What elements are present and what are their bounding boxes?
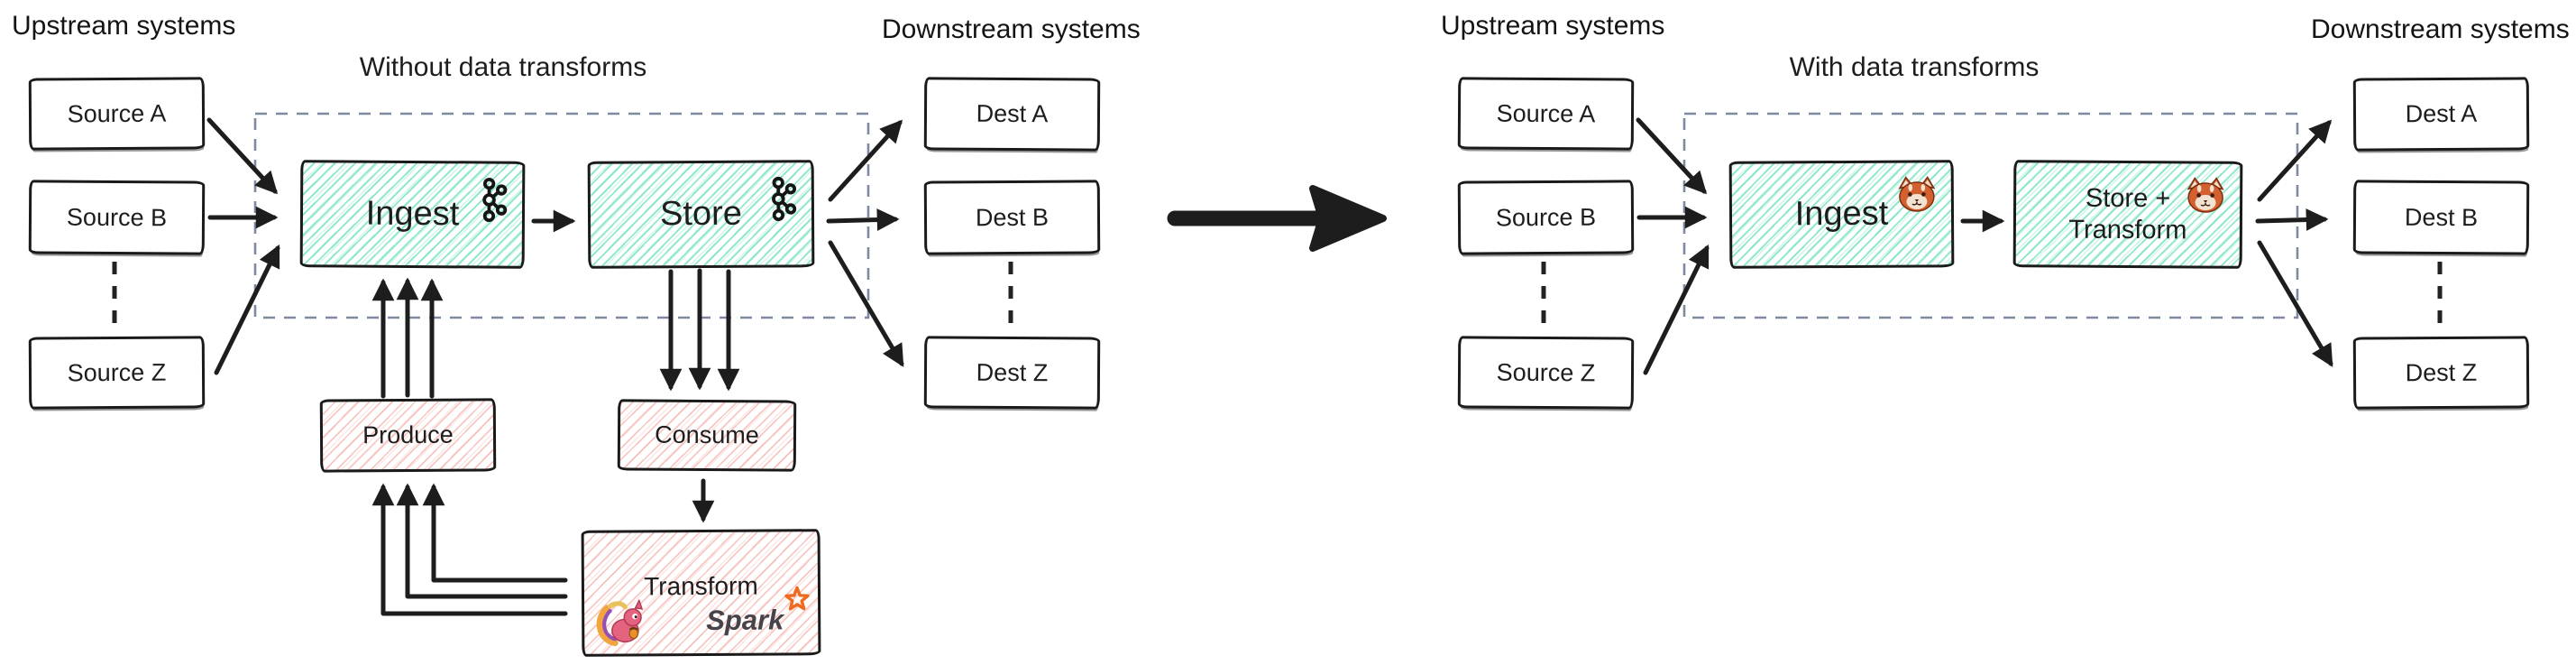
- arrow-right-store-destB: [2255, 208, 2329, 231]
- dest-b-box-left: Dest B: [923, 180, 1101, 255]
- arrow-left-transform-produce-3: [371, 483, 568, 616]
- arrow-right-sourceZ-ingest: [1643, 244, 1710, 375]
- upstream-header-right: Upstream systems: [1441, 11, 1665, 41]
- source-b-box-right: Source B: [1457, 180, 1635, 255]
- redpanda-icon: [1898, 176, 1936, 212]
- arrow-right-store-destZ: [2257, 240, 2333, 367]
- kafka-icon: [772, 176, 797, 222]
- box-label: Dest B: [2404, 203, 2479, 231]
- transform-box: Transform Spark: [581, 529, 821, 657]
- kafka-icon: [482, 177, 508, 223]
- dest-z-box-left: Dest Z: [923, 336, 1101, 410]
- box-label: Store: [659, 194, 743, 234]
- flink-squirrel-icon: [596, 599, 644, 647]
- pipeline-boundary-left: [253, 112, 870, 319]
- box-label: Source Z: [1496, 358, 1596, 386]
- pipeline-boundary-right: [1682, 112, 2299, 319]
- store-transform-box: Store + Transform: [2012, 160, 2243, 269]
- source-z-box-right: Source Z: [1457, 336, 1635, 410]
- box-label: Source B: [66, 203, 168, 231]
- produce-box: Produce: [319, 398, 497, 473]
- arrow-right-store-destA: [2257, 119, 2333, 202]
- box-label: Source A: [67, 99, 167, 127]
- arrow-right-sourceA-ingest: [1636, 117, 1708, 195]
- downstream-header-right: Downstream systems: [2311, 14, 2570, 44]
- source-b-box-left: Source B: [28, 180, 206, 255]
- box-label: Dest A: [976, 99, 1049, 128]
- arrow-left-transform-produce-2: [396, 483, 568, 599]
- box-label: Produce: [362, 420, 454, 449]
- ingest-box-left: Ingest: [299, 160, 526, 269]
- diagram-title-left: Without data transforms: [359, 52, 647, 82]
- big-transition-arrow: [1167, 185, 1387, 252]
- downstream-header-left: Downstream systems: [882, 14, 1141, 44]
- arrow-left-sourceA-ingest: [206, 117, 279, 195]
- box-label: Ingest: [1794, 194, 1889, 234]
- box-label: Dest Z: [2405, 358, 2478, 386]
- source-a-box-left: Source A: [28, 77, 206, 151]
- spark-wordmark: Spark: [706, 604, 784, 636]
- arrow-left-sourceZ-ingest: [214, 244, 280, 375]
- redpanda-icon: [2186, 177, 2224, 213]
- box-label: Ingest: [365, 194, 460, 234]
- dest-a-box-right: Dest A: [2352, 77, 2530, 152]
- box-label: Source Z: [67, 358, 167, 386]
- box-label: Consume: [655, 420, 759, 449]
- spark-star-icon: [784, 586, 810, 611]
- consume-box: Consume: [617, 399, 797, 472]
- box-label: Source B: [1495, 203, 1597, 231]
- box-label: Store + Transform: [2068, 183, 2187, 245]
- dest-z-box-right: Dest Z: [2352, 336, 2530, 410]
- arrow-left-store-destB: [826, 208, 900, 231]
- store-box-left: Store: [587, 160, 815, 269]
- source-z-box-left: Source Z: [28, 336, 206, 410]
- box-label: Source A: [1496, 99, 1596, 127]
- diagram-title-right: With data transforms: [1789, 52, 2040, 82]
- ingest-box-right: Ingest: [1728, 160, 1955, 269]
- dest-a-box-left: Dest A: [923, 77, 1101, 152]
- source-a-box-right: Source A: [1457, 77, 1635, 151]
- dest-b-box-right: Dest B: [2352, 180, 2530, 255]
- box-label: Dest Z: [976, 358, 1049, 386]
- arrow-left-store-destZ: [828, 240, 904, 367]
- box-label: Dest B: [975, 203, 1050, 231]
- upstream-header-left: Upstream systems: [12, 11, 236, 41]
- box-label: Dest A: [2405, 99, 2478, 128]
- arrow-left-store-destA: [828, 119, 903, 202]
- spark-logo: Spark: [706, 586, 810, 637]
- arrow-left-transform-produce-1: [422, 483, 568, 583]
